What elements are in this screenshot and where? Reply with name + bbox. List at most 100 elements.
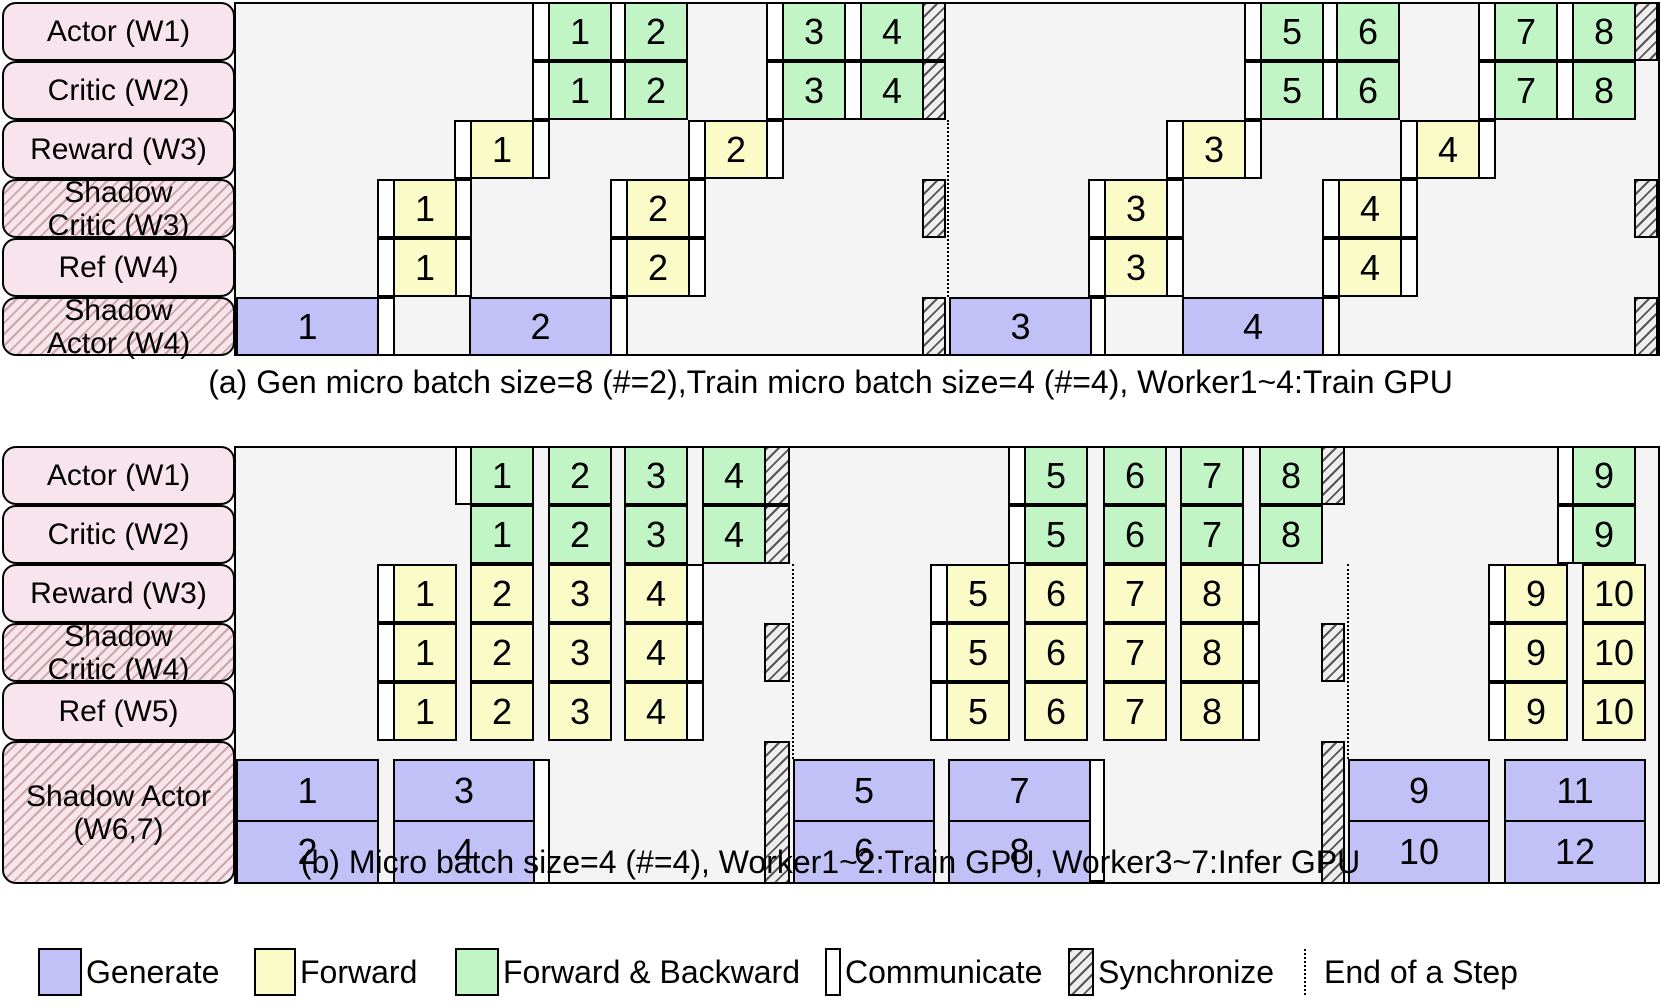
block-fwd: 10 — [1582, 564, 1646, 623]
synchronize-mark — [922, 61, 946, 120]
block-fwd: 1 — [393, 682, 457, 741]
block-fb: 9 — [1572, 505, 1636, 564]
communicate-mark — [377, 297, 395, 356]
block-fwd: 10 — [1582, 623, 1646, 682]
block-fwd: 4 — [624, 623, 688, 682]
synchronize-mark — [1634, 297, 1658, 356]
block-fb: 7 — [1180, 505, 1244, 564]
block-gen: 11 — [1504, 759, 1646, 822]
row-label: Shadow Critic (W4) — [2, 620, 235, 686]
row-label: Reward (W3) — [2, 120, 235, 179]
communicate-mark — [455, 179, 472, 238]
block-fwd: 6 — [1024, 623, 1088, 682]
block-fwd: 1 — [393, 564, 457, 623]
legend-end-of-step: End of a Step — [1304, 946, 1518, 998]
block-fb: 7 — [1494, 61, 1558, 120]
block-fb: 5 — [1260, 61, 1324, 120]
legend-synchronize: Synchronize — [1068, 946, 1274, 998]
block-fb: 8 — [1572, 2, 1636, 61]
synchronize-mark — [764, 741, 790, 884]
block-fwd: 4 — [624, 682, 688, 741]
legend-forward-backward: Forward & Backward — [455, 946, 800, 998]
block-fb: 6 — [1336, 61, 1400, 120]
row-label: Shadow Actor (W6,7) — [2, 741, 235, 884]
communicate-mark — [686, 623, 704, 682]
block-fwd: 5 — [946, 682, 1010, 741]
synchronize-mark — [1634, 179, 1658, 238]
block-fwd: 2 — [470, 564, 534, 623]
row-label: Actor (W1) — [2, 446, 235, 505]
communicate-mark — [1242, 682, 1260, 741]
legend-communicate-swatch — [825, 948, 841, 996]
communicate-mark — [532, 120, 550, 179]
block-gen: 4 — [393, 820, 535, 884]
block-fwd: 2 — [626, 179, 690, 238]
communicate-mark — [1166, 238, 1184, 297]
block-fb: 3 — [624, 446, 688, 505]
synchronize-mark — [922, 297, 946, 356]
row-label: Critic (W2) — [2, 505, 235, 564]
block-fb: 8 — [1572, 61, 1636, 120]
communicate-mark — [1242, 564, 1260, 623]
synchronize-mark — [1321, 446, 1345, 505]
block-fwd: 8 — [1180, 623, 1244, 682]
legend-forward-backward-swatch — [455, 948, 499, 996]
block-fb: 2 — [624, 61, 688, 120]
block-fwd: 10 — [1582, 682, 1646, 741]
block-fwd: 8 — [1180, 682, 1244, 741]
block-fwd: 1 — [393, 179, 457, 238]
block-fb: 2 — [548, 505, 612, 564]
communicate-mark — [1166, 179, 1184, 238]
end-of-step-line — [792, 564, 794, 759]
block-fwd: 3 — [1104, 238, 1168, 297]
communicate-mark — [1244, 120, 1262, 179]
legend-communicate: Communicate — [825, 946, 1042, 998]
legend-forward-swatch — [254, 948, 296, 996]
block-fwd: 9 — [1504, 623, 1568, 682]
legend-forward-label: Forward — [300, 953, 418, 990]
block-fb: 1 — [470, 505, 534, 564]
block-fwd: 3 — [548, 564, 612, 623]
block-fb: 5 — [1260, 2, 1324, 61]
communicate-mark — [455, 238, 472, 297]
block-fwd: 7 — [1103, 564, 1167, 623]
communicate-mark — [686, 564, 704, 623]
communicate-mark — [688, 179, 706, 238]
block-fwd: 2 — [626, 238, 690, 297]
block-fb: 7 — [1494, 2, 1558, 61]
communicate-mark — [766, 120, 784, 179]
legend-synchronize-label: Synchronize — [1098, 953, 1275, 990]
block-fwd: 5 — [946, 564, 1010, 623]
communicate-mark — [1400, 238, 1418, 297]
synchronize-mark — [1634, 2, 1658, 61]
synchronize-mark — [922, 179, 946, 238]
block-fwd: 2 — [470, 623, 534, 682]
legend-generate: Generate — [38, 946, 219, 998]
communicate-mark — [686, 682, 704, 741]
block-fb: 1 — [548, 2, 612, 61]
synchronize-mark — [764, 446, 790, 505]
synchronize-mark — [764, 623, 790, 682]
block-fb: 1 — [470, 446, 534, 505]
block-fwd: 3 — [1104, 179, 1168, 238]
block-fwd: 6 — [1024, 564, 1088, 623]
block-fwd: 7 — [1103, 682, 1167, 741]
block-fb: 4 — [860, 61, 924, 120]
row-label: Shadow Actor (W4) — [2, 294, 235, 360]
synchronize-mark — [1321, 741, 1345, 884]
block-fwd: 4 — [1338, 179, 1402, 238]
legend-generate-label: Generate — [86, 953, 220, 990]
block-fwd: 4 — [1338, 238, 1402, 297]
block-fwd: 5 — [946, 623, 1010, 682]
block-gen: 3 — [949, 297, 1092, 356]
legend: Generate Forward Forward & Backward Comm… — [0, 946, 1661, 998]
block-gen: 6 — [793, 820, 935, 884]
block-fwd: 2 — [704, 120, 768, 179]
block-gen: 12 — [1504, 820, 1646, 884]
block-gen: 4 — [1182, 297, 1324, 356]
block-gen: 10 — [1348, 820, 1490, 884]
block-fb: 3 — [782, 61, 846, 120]
row-label: Actor (W1) — [2, 2, 235, 61]
legend-forward-backward-label: Forward & Backward — [503, 953, 800, 990]
communicate-mark — [1242, 623, 1260, 682]
